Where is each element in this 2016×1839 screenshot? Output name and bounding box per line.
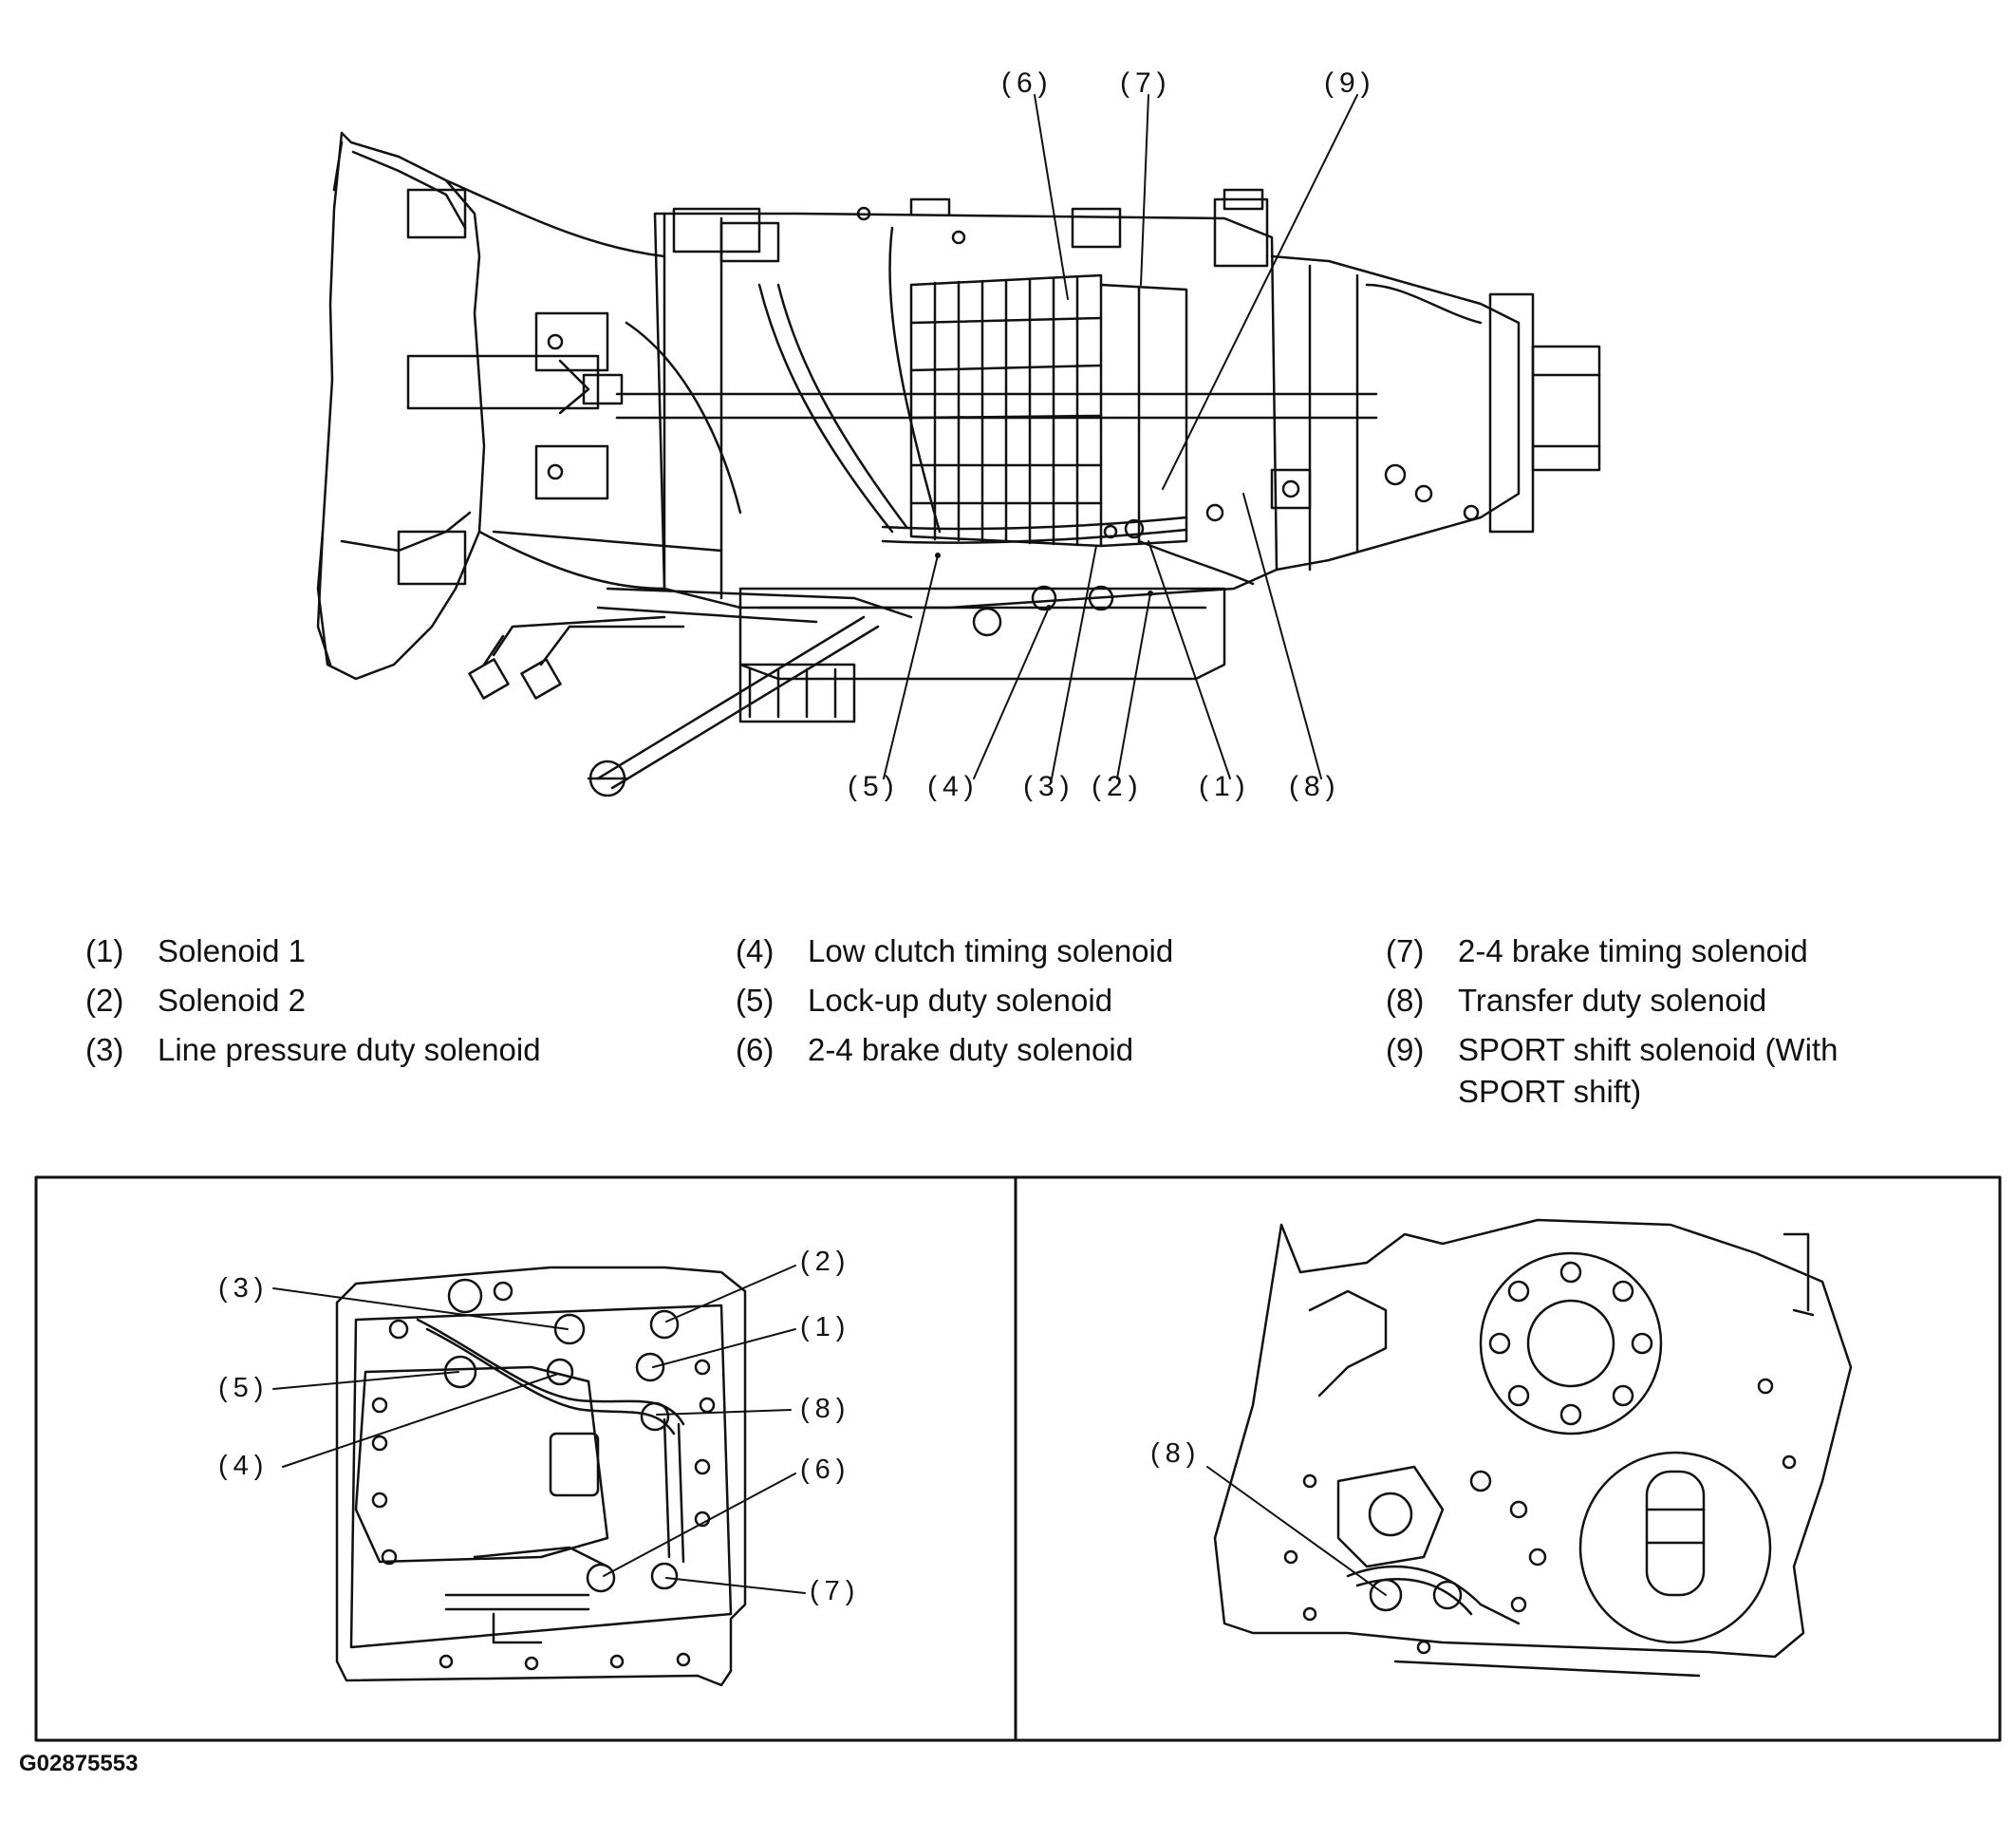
valve-body-leader-lines bbox=[272, 1265, 806, 1594]
detail-frame bbox=[34, 1175, 2002, 1742]
legend-number: (9) bbox=[1386, 1032, 1425, 1067]
legend-number: (8) bbox=[1386, 983, 1425, 1018]
legend-number: (4) bbox=[736, 933, 775, 968]
callout-7-detail: (7) bbox=[810, 1576, 860, 1606]
main-callouts-bottom: (5) (4) (3) (2) (1) (8) bbox=[848, 771, 1341, 802]
main-callouts-top: (6) (7) (9) bbox=[1001, 67, 1376, 99]
legend-label: Solenoid 1 bbox=[158, 933, 306, 968]
legend-label: Lock-up duty solenoid bbox=[808, 983, 1113, 1018]
callout-5-bottom: (5) bbox=[848, 771, 900, 802]
legend-label: 2-4 brake timing solenoid bbox=[1458, 933, 1808, 968]
callout-3-bottom: (3) bbox=[1023, 771, 1075, 802]
callout-6-top: (6) bbox=[1001, 67, 1054, 99]
callout-4-detail: (4) bbox=[218, 1451, 269, 1481]
transfer-leader-lines bbox=[1206, 1466, 1387, 1596]
callout-6-detail: (6) bbox=[800, 1454, 850, 1485]
callout-7-top: (7) bbox=[1120, 67, 1172, 99]
transfer-callouts: (8) bbox=[1150, 1438, 1201, 1469]
legend-number: (1) bbox=[85, 933, 124, 968]
legend-label: Transfer duty solenoid bbox=[1458, 983, 1767, 1018]
legend-number: (3) bbox=[85, 1032, 124, 1067]
transmission-case bbox=[615, 188, 1378, 610]
dipstick-tube bbox=[468, 530, 913, 798]
oil-pan bbox=[738, 585, 1226, 723]
callout-5-detail: (5) bbox=[218, 1373, 269, 1403]
legend-number: (6) bbox=[736, 1032, 775, 1067]
transfer-housing-drawing bbox=[1213, 1218, 1853, 1678]
legend-label: 2-4 brake duty solenoid bbox=[808, 1032, 1134, 1067]
callout-3-detail: (3) bbox=[218, 1273, 269, 1304]
callout-8-bottom: (8) bbox=[1289, 771, 1341, 802]
callout-4-bottom: (4) bbox=[927, 771, 980, 802]
callout-8-detail: (8) bbox=[800, 1394, 850, 1424]
legend-label: SPORT shift solenoid (With SPORT shift) bbox=[1458, 1032, 1839, 1109]
callout-1-bottom: (1) bbox=[1199, 771, 1251, 802]
main-leader-lines bbox=[883, 94, 1358, 779]
callout-2-detail: (2) bbox=[800, 1247, 850, 1277]
legend-number: (5) bbox=[736, 983, 775, 1018]
legend-label: Line pressure duty solenoid bbox=[158, 1032, 541, 1067]
input-shaft bbox=[406, 311, 624, 500]
extension-housing bbox=[1270, 254, 1601, 572]
callout-2-bottom: (2) bbox=[1092, 771, 1144, 802]
valve-body-drawing bbox=[335, 1266, 747, 1687]
callout-9-top: (9) bbox=[1324, 67, 1376, 99]
legend-number: (2) bbox=[85, 983, 124, 1018]
legend-label: Solenoid 2 bbox=[158, 983, 306, 1018]
bell-housing bbox=[316, 131, 666, 681]
legend-number: (7) bbox=[1386, 933, 1425, 968]
legend-label: Low clutch timing solenoid bbox=[808, 933, 1174, 968]
callout-8-transfer: (8) bbox=[1150, 1438, 1201, 1469]
valve-body-callouts: (2) (3) (1) (5) (8) (4) (6) (7) bbox=[218, 1247, 860, 1606]
figure-code: G02875553 bbox=[19, 1751, 139, 1776]
callout-1-detail: (1) bbox=[800, 1312, 850, 1342]
transmission-drawing bbox=[316, 131, 1601, 798]
